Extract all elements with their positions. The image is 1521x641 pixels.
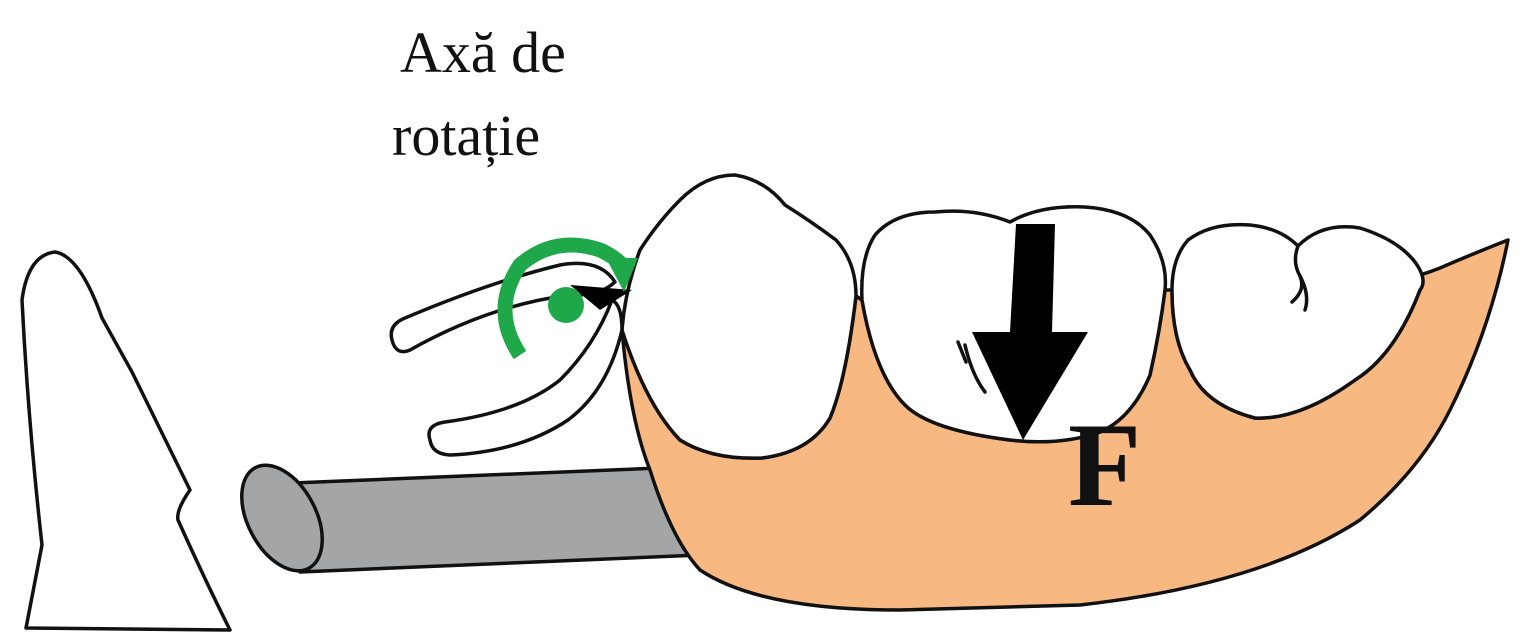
rotation-arrowhead <box>606 258 638 292</box>
tooth-middle-fissure-2 <box>956 340 968 364</box>
instrument-handle <box>240 463 702 574</box>
axis-label-line1: Axă de <box>400 20 566 85</box>
force-label: F <box>1068 398 1141 531</box>
left-tooth-outline <box>20 250 232 632</box>
instrument-handle-end <box>240 463 324 573</box>
down-arrow-icon <box>972 224 1088 440</box>
tooth-right-fissure-2 <box>1298 274 1309 312</box>
curved-arrow-icon <box>497 237 638 360</box>
instrument-tip <box>570 285 632 310</box>
instrument-lower-beak <box>427 298 624 457</box>
axis-label-line2: rotație <box>392 103 540 168</box>
rotation-arc <box>497 237 633 360</box>
instrument-shaft <box>266 466 702 574</box>
tooth-extracted <box>620 173 858 460</box>
rotation-axis-point <box>548 287 584 323</box>
tooth-right <box>1170 222 1425 420</box>
tooth-middle-fissure <box>963 343 987 394</box>
